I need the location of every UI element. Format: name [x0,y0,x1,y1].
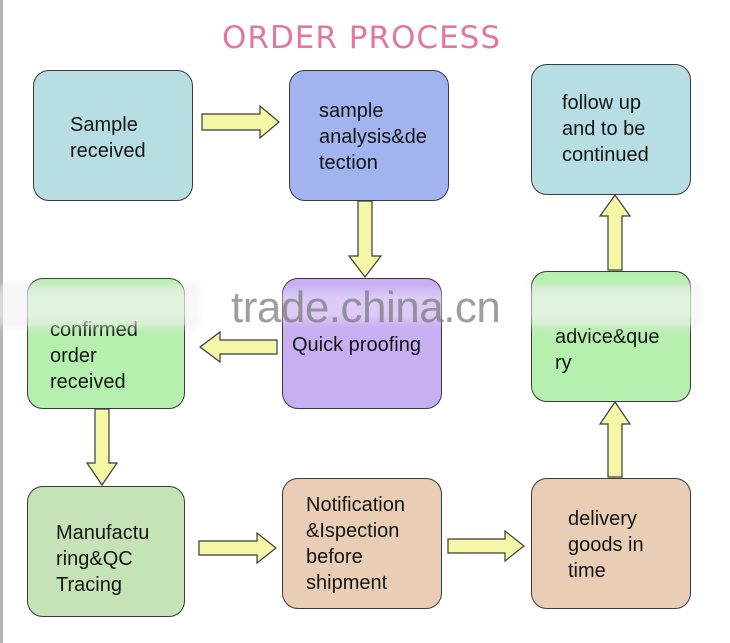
watermark-blur-right [531,284,701,328]
step-follow-up: follow up and to be continued [531,64,691,195]
arrow-up-icon [598,193,632,271]
arrow-down-icon [347,200,383,278]
watermark-text: trade.china.cn [231,283,501,332]
watermark-blur-left [0,284,200,328]
step-sample-analysis-label: sample analysis&de tection [319,100,427,174]
arrow-up-icon [598,400,632,478]
step-notification: Notification &Ispection before shipment [282,478,442,609]
step-manufacturing: Manufactu ring&QC Tracing [27,486,185,617]
step-advice-query-label: advice&que ry [555,326,660,374]
step-manufacturing-label: Manufactu ring&QC Tracing [56,522,150,596]
watermark-band [0,284,730,328]
arrow-right-icon [201,104,280,140]
step-notification-label: Notification &Ispection before shipment [306,494,405,594]
arrow-down-icon [85,408,119,487]
step-quick-proofing: Quick proofing [282,278,442,409]
step-sample-analysis: sample analysis&de tection [289,70,449,201]
diagram-title: ORDER PROCESS [222,20,502,56]
step-quick-proofing-label: Quick proofing [292,334,421,356]
step-sample-received: Sample received [33,70,193,201]
step-delivery-label: delivery goods in time [568,508,644,582]
arrow-right-icon [447,529,525,563]
arrow-right-icon [198,531,277,565]
step-delivery: delivery goods in time [531,478,691,609]
step-follow-up-label: follow up and to be continued [562,92,649,166]
arrow-left-icon [199,330,278,364]
step-confirmed-order-label: confirmed order received [50,319,138,393]
step-sample-received-label: Sample received [70,114,146,162]
